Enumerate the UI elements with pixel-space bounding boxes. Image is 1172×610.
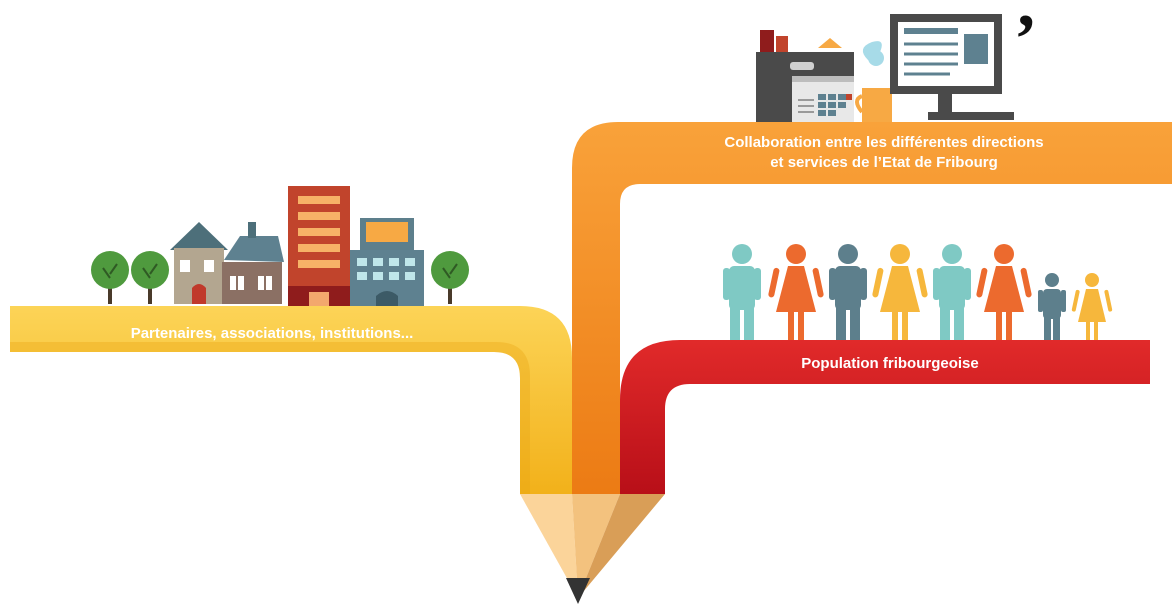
- red-band: Population fribourgeoise: [620, 340, 1150, 494]
- tree-icon: [431, 251, 469, 304]
- woman-icon: [872, 244, 928, 340]
- pencil-tip: [520, 494, 665, 604]
- building-icon: [288, 186, 350, 306]
- house-icon: [170, 222, 228, 304]
- girl-icon: [1071, 273, 1113, 340]
- computer-monitor-icon: [890, 14, 1014, 120]
- people-group: [723, 244, 1113, 340]
- yellow-band: Partenaires, associations, institutions.…: [10, 306, 572, 494]
- man-icon: [829, 244, 867, 340]
- building-icon: [350, 218, 424, 306]
- orange-band-label-line2: et services de l’Etat de Fribourg: [770, 154, 998, 171]
- boy-icon: [1038, 273, 1066, 340]
- calendar-icon: [792, 76, 854, 122]
- pencil-lead: [566, 578, 590, 604]
- coffee-cup-icon: [855, 41, 892, 122]
- orange-band: Collaboration entre les différentes dire…: [572, 122, 1172, 494]
- orange-band-label-line1: Collaboration entre les différentes dire…: [724, 134, 1043, 151]
- house-icon: [222, 222, 284, 304]
- man-icon: [723, 244, 761, 340]
- tree-icon: [91, 251, 129, 304]
- red-band-label: Population fribourgeoise: [801, 355, 979, 372]
- man-icon: [933, 244, 971, 340]
- woman-icon: [768, 244, 824, 340]
- woman-icon: [976, 244, 1032, 340]
- tree-icon: [131, 251, 169, 304]
- yellow-band-label: Partenaires, associations, institutions.…: [131, 325, 414, 342]
- quote-icon: ’: [1014, 1, 1037, 78]
